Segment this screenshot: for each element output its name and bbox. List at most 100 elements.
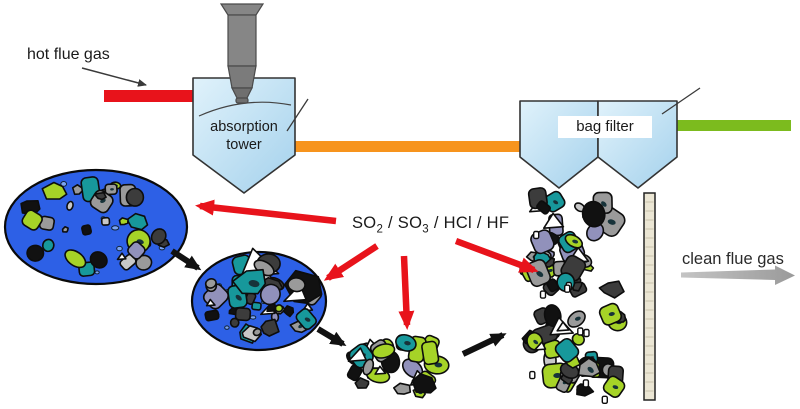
particle bbox=[421, 340, 440, 366]
particle-core bbox=[110, 188, 114, 191]
particle-nub bbox=[601, 395, 608, 404]
acid-gas-arrows bbox=[195, 199, 539, 330]
particle bbox=[252, 327, 262, 337]
sorbent-droplet-loaded bbox=[190, 247, 328, 352]
acid-gases-part1: SO bbox=[352, 214, 377, 232]
tower-leader-line bbox=[286, 98, 309, 132]
particle-core bbox=[572, 239, 579, 244]
particle-core bbox=[304, 317, 311, 322]
particle bbox=[554, 337, 580, 363]
particle bbox=[354, 376, 370, 389]
particle bbox=[266, 302, 277, 313]
particle-nub bbox=[564, 284, 571, 293]
particle bbox=[374, 365, 387, 375]
particle bbox=[259, 283, 281, 306]
particle-core bbox=[574, 316, 581, 321]
particle-core bbox=[404, 341, 411, 346]
hot-flue-gas-pointer-arrow bbox=[81, 67, 147, 87]
process-step-arrows bbox=[170, 248, 507, 357]
spray-nozzle bbox=[219, 3, 265, 104]
absorption-tower-vessel bbox=[192, 77, 296, 194]
particle-nub bbox=[583, 328, 590, 338]
clean-flue-gas-arrow bbox=[681, 265, 795, 285]
particle bbox=[61, 226, 69, 233]
bag-filter-label: bag filter bbox=[558, 116, 652, 138]
absorption-tower-label-line2: tower bbox=[226, 137, 262, 154]
mini-droplet bbox=[224, 325, 230, 330]
particle bbox=[205, 298, 216, 307]
particle-nub bbox=[582, 379, 590, 388]
particle bbox=[116, 252, 127, 261]
particle bbox=[229, 317, 240, 328]
particle bbox=[533, 341, 547, 351]
particle bbox=[204, 277, 217, 289]
particle bbox=[581, 200, 606, 228]
particle-core bbox=[533, 339, 539, 345]
particle bbox=[118, 217, 129, 226]
red-arrow-to-filter-cake bbox=[454, 237, 539, 274]
mini-droplet bbox=[111, 225, 120, 231]
acid-gases-part3: / HCl / HF bbox=[428, 214, 510, 232]
acid-gases-sub1: 2 bbox=[376, 223, 384, 236]
particle bbox=[125, 187, 145, 207]
clean-flue-gas-label: clean flue gas bbox=[682, 250, 784, 268]
particle-core bbox=[434, 362, 443, 368]
particle-core bbox=[608, 312, 615, 316]
particle-core bbox=[248, 280, 260, 288]
filter-cake-agglomerate bbox=[519, 187, 628, 404]
step-arrow-3 bbox=[461, 332, 507, 357]
particle bbox=[260, 318, 280, 337]
particle bbox=[93, 191, 107, 201]
particle bbox=[26, 244, 45, 262]
particle bbox=[598, 280, 625, 299]
particle bbox=[362, 358, 375, 376]
filter-bar bbox=[643, 192, 656, 401]
particle bbox=[371, 343, 396, 359]
particle bbox=[127, 241, 146, 260]
hot-flue-gas-pipe bbox=[104, 90, 196, 102]
particle-nub bbox=[577, 327, 584, 336]
absorption-tower-label-line1: absorption bbox=[210, 119, 278, 135]
particle bbox=[234, 307, 252, 322]
particle bbox=[282, 305, 295, 318]
particle bbox=[21, 209, 43, 231]
particle-core bbox=[612, 385, 619, 390]
particle bbox=[204, 309, 220, 322]
particle bbox=[347, 347, 367, 363]
particle bbox=[287, 277, 306, 293]
particle bbox=[536, 200, 551, 215]
step-arrow-1 bbox=[170, 248, 202, 271]
particle-core bbox=[553, 200, 559, 205]
red-arrow-to-mid-cluster bbox=[398, 255, 415, 330]
particle bbox=[41, 238, 55, 253]
particle bbox=[392, 382, 412, 395]
acid-gases-label: SO2 / SO3 / HCl / HF bbox=[352, 214, 509, 235]
particle bbox=[251, 301, 262, 311]
bag-filter-vessel bbox=[519, 100, 678, 189]
mini-droplet bbox=[249, 315, 257, 320]
sorbent-droplet-large bbox=[3, 168, 189, 286]
particle bbox=[66, 200, 74, 211]
particle bbox=[556, 321, 570, 332]
particle bbox=[41, 181, 68, 200]
particle bbox=[100, 216, 111, 226]
particle-core bbox=[235, 294, 242, 301]
particle-nub bbox=[533, 230, 540, 240]
particle bbox=[89, 251, 108, 269]
acid-gases-part2: / SO bbox=[383, 214, 423, 232]
particle-core bbox=[587, 366, 594, 373]
particle bbox=[64, 249, 87, 269]
particle-nub bbox=[539, 290, 547, 299]
particle-core bbox=[553, 372, 562, 379]
particle bbox=[81, 224, 93, 236]
dry-particle-agglomerate bbox=[346, 333, 450, 399]
absorption-tower-label: absorption tower bbox=[193, 118, 295, 154]
particle-core bbox=[601, 201, 607, 207]
particle bbox=[542, 212, 565, 229]
mini-droplet bbox=[94, 270, 100, 275]
red-arrow-to-droplet1 bbox=[195, 199, 337, 225]
clean-flue-gas-pipe bbox=[676, 120, 791, 131]
acid-gases-sub2: 3 bbox=[422, 223, 429, 236]
red-arrow-to-droplet2 bbox=[323, 243, 379, 281]
